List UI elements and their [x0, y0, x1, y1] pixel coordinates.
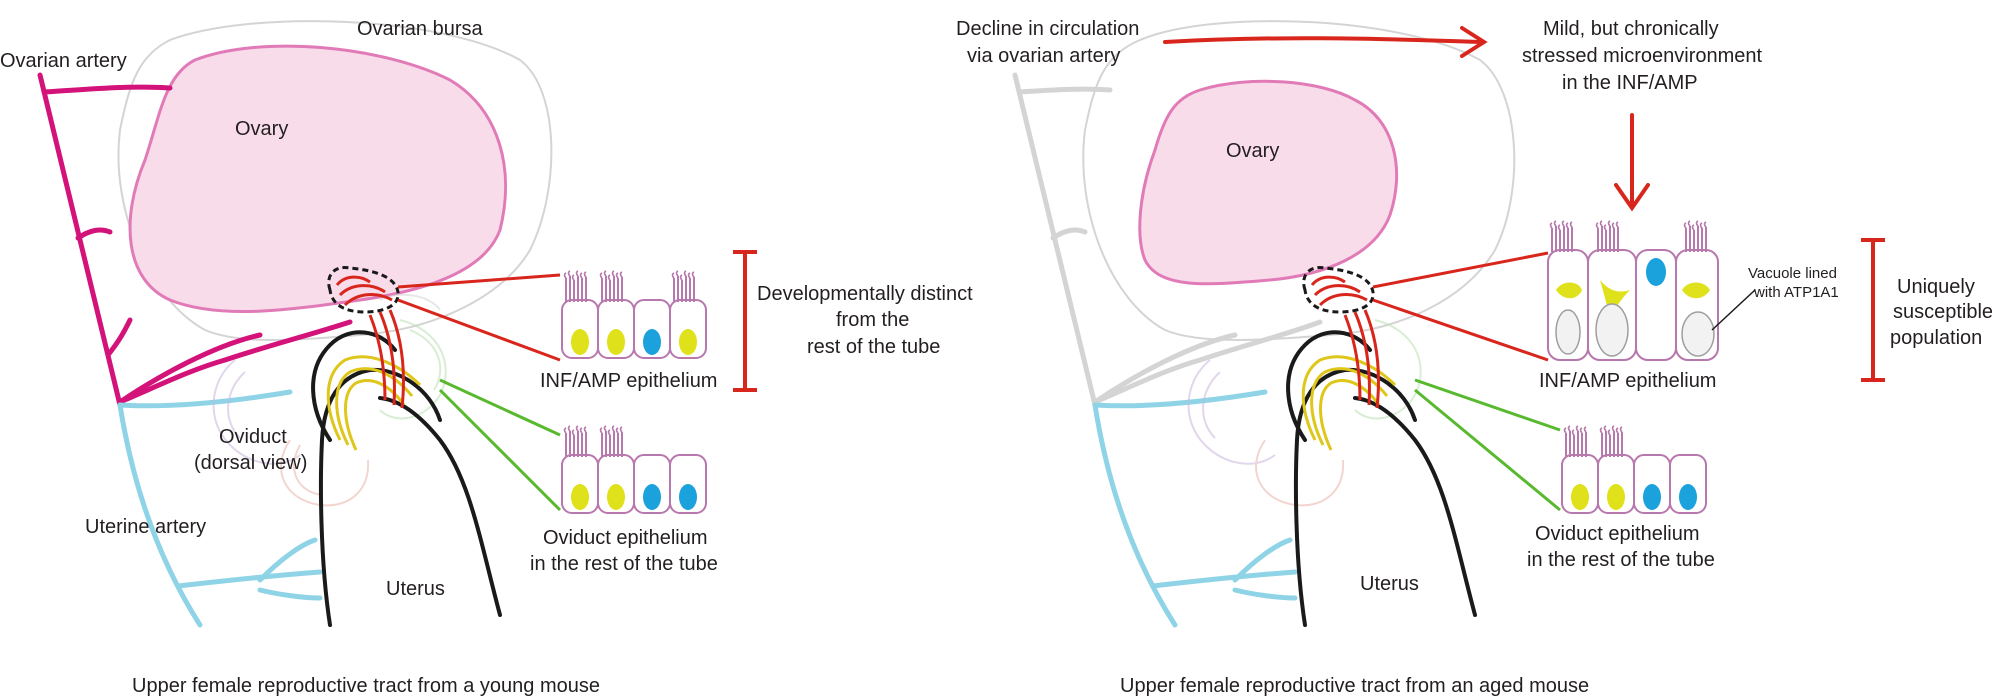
right-caption: Upper female reproductive tract from an … [1120, 675, 1589, 697]
vacuole [1555, 309, 1581, 355]
oviduct-yellow-segment [1301, 355, 1397, 451]
bracket [1861, 238, 1885, 382]
yellow-nucleus [1607, 484, 1625, 510]
vacuole-label-1: Vacuole lined [1748, 265, 1837, 282]
uterus-label: Uterus [1360, 573, 1419, 595]
yellow-nucleus [571, 329, 589, 355]
left-caption: Upper female reproductive tract from a y… [132, 675, 600, 697]
yellow-nucleus [1682, 282, 1710, 299]
blue-nucleus [643, 484, 661, 510]
uterus-label: Uterus [386, 578, 445, 600]
oviduct-epithelium-label-2: in the rest of the tube [530, 553, 718, 575]
uterine-artery-label: Uterine artery [85, 516, 206, 538]
yellow-nucleus [571, 484, 589, 510]
oviduct-label: Oviduct [219, 426, 287, 448]
vacuole [1595, 303, 1629, 357]
uterine-artery [117, 389, 323, 628]
uterine-artery [1092, 389, 1298, 628]
oviduct-yellow-segment [326, 355, 422, 451]
ovarian-artery-label: Ovarian artery [0, 50, 127, 72]
mild-label-1: Mild, but chronically [1543, 18, 1719, 40]
ovarian-bursa-label: Ovarian bursa [357, 18, 483, 40]
right-panel: Decline in circulation via ovarian arter… [956, 18, 1992, 697]
vacuole-pointer [1711, 289, 1756, 331]
ovary-label: Ovary [235, 118, 288, 140]
vacuole [1681, 311, 1715, 357]
developmental-label-2: from the [836, 309, 909, 331]
uniquely-label-2: susceptible [1893, 301, 1992, 323]
yellow-nucleus [607, 484, 625, 510]
arrow-right [1163, 26, 1488, 58]
mild-label-3: in the INF/AMP [1562, 72, 1698, 94]
oviduct-epithelium-label: Oviduct epithelium [1535, 523, 1700, 545]
blue-nucleus [1679, 484, 1697, 510]
yellow-nucleus [607, 329, 625, 355]
vacuole-label-2: with ATP1A1 [1753, 284, 1839, 301]
ovary [1138, 79, 1398, 286]
oviduct-epithelium-label-2: in the rest of the tube [1527, 549, 1715, 571]
infundibulum [327, 265, 405, 409]
arrow-down [1614, 113, 1650, 212]
blue-nucleus [643, 329, 661, 355]
decline-label-2: via ovarian artery [967, 45, 1120, 67]
infundibulum [1302, 265, 1380, 409]
mild-label-2: stressed microenvironment [1522, 45, 1763, 67]
oviduct-view-label: (dorsal view) [194, 452, 307, 474]
ovarian-artery-aged [1012, 72, 1323, 408]
yellow-nucleus [679, 329, 697, 355]
yellow-nucleus [1600, 280, 1630, 320]
inf-amp-epithelium-label: INF/AMP epithelium [540, 370, 717, 392]
ovary-label: Ovary [1226, 140, 1279, 162]
inf-amp-epithelium-cells [561, 270, 707, 359]
yellow-nucleus [1571, 484, 1589, 510]
oviduct-epithelium-label: Oviduct epithelium [543, 527, 708, 549]
uniquely-label-1: Uniquely [1897, 276, 1975, 298]
uniquely-label-3: population [1890, 327, 1982, 349]
oviduct-epithelium-cells [561, 425, 707, 514]
decline-label-1: Decline in circulation [956, 18, 1139, 40]
ovary [128, 44, 507, 314]
developmental-label-1: Developmentally distinct [757, 283, 973, 305]
inf-amp-epithelium-cells-aged [1547, 220, 1719, 361]
developmental-label-3: rest of the tube [807, 336, 940, 358]
connector-lines [397, 273, 562, 512]
blue-nucleus [1643, 484, 1661, 510]
blue-nucleus [679, 484, 697, 510]
oviduct-epithelium-cells [1561, 425, 1707, 514]
yellow-nucleus [1556, 282, 1582, 299]
left-panel: Ovarian bursa Ovarian artery Ovary Ovidu… [0, 18, 973, 697]
inf-amp-epithelium-label: INF/AMP epithelium [1539, 370, 1716, 392]
blue-nucleus [1646, 258, 1666, 286]
bracket [733, 250, 757, 392]
connector-lines [1372, 251, 1561, 512]
ovarian-artery [37, 72, 353, 408]
